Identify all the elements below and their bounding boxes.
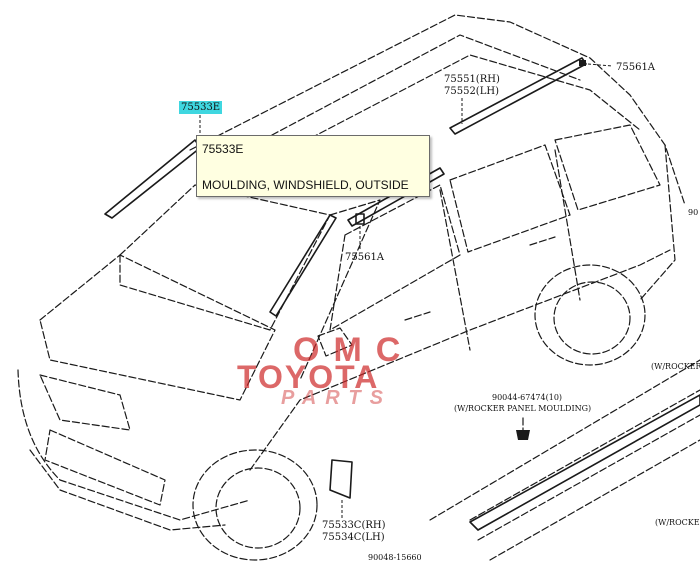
part-label-90-edge[interactable]: 90 xyxy=(688,208,699,217)
rear-door-window xyxy=(449,144,571,253)
bumper-lower xyxy=(29,449,226,531)
part-label-75533e-highlighted[interactable]: 75533E xyxy=(179,101,223,114)
part-label-75561a-mid[interactable]: 75561A xyxy=(345,252,385,263)
part-label-75533c[interactable]: 75533C(RH) xyxy=(322,520,386,531)
front-wheel-arch xyxy=(192,449,318,561)
tooltip-part-description: MOULDING, WINDSHIELD, OUTSIDE xyxy=(202,178,409,192)
part-tooltip: 75533E MOULDING, WINDSHIELD, OUTSIDE xyxy=(196,135,430,197)
quarter-window xyxy=(554,124,661,211)
part-label-75534c[interactable]: 75534C(LH) xyxy=(322,532,385,543)
door-line-rear xyxy=(554,149,581,301)
part-label-90044[interactable]: 90044-67474(10) xyxy=(492,393,563,402)
part-label-75551[interactable]: 75551(RH) xyxy=(444,74,500,85)
rocker-moulding-part xyxy=(469,394,700,531)
rear-wheel-arch xyxy=(534,264,646,366)
clip-75561a-top xyxy=(579,60,586,66)
grille xyxy=(44,429,166,506)
front-wheel xyxy=(215,467,301,549)
side-mirror xyxy=(317,327,353,357)
front-fascia xyxy=(17,369,251,521)
rocker-panel-moulding-outer xyxy=(489,439,700,561)
part-label-75561a-top[interactable]: 75561A xyxy=(616,62,656,73)
clip-75561a-mid xyxy=(355,213,365,225)
part-note-rocker-edge-top: (W/ROCKER xyxy=(651,362,700,371)
leader-75561a-top xyxy=(587,63,613,67)
door-handle-front xyxy=(404,311,431,321)
door-handle-rear xyxy=(529,236,556,246)
door-line-front xyxy=(439,189,471,351)
part-note-rocker-edge-bottom: (W/ROCKER xyxy=(655,518,700,527)
rear-body xyxy=(639,144,676,301)
hood-outline xyxy=(39,254,276,401)
roof-inner-line xyxy=(209,34,581,169)
part-label-90048-edge[interactable]: 90048-15660 xyxy=(368,553,422,562)
windshield-moulding-part xyxy=(104,139,201,219)
windshield-moulding-side xyxy=(269,214,337,317)
front-fender-moulding xyxy=(329,459,353,499)
rocker-panel-moulding xyxy=(469,389,700,521)
rocker-panel-box xyxy=(429,359,700,521)
roof-rail-line xyxy=(239,54,641,176)
side-body-lower xyxy=(249,249,671,471)
tooltip-part-code: 75533E xyxy=(202,142,244,156)
headlamp-left xyxy=(39,374,131,431)
part-label-75552[interactable]: 75552(LH) xyxy=(444,86,499,97)
front-door-window xyxy=(329,184,461,331)
rear-wheel xyxy=(553,281,631,355)
windshield-frame xyxy=(119,184,331,331)
a-pillar xyxy=(299,199,381,381)
clip-90044-shape xyxy=(516,430,530,440)
part-note-rocker: (W/ROCKER PANEL MOULDING) xyxy=(454,404,592,413)
rocker-panel-moulding-inner xyxy=(477,414,700,541)
